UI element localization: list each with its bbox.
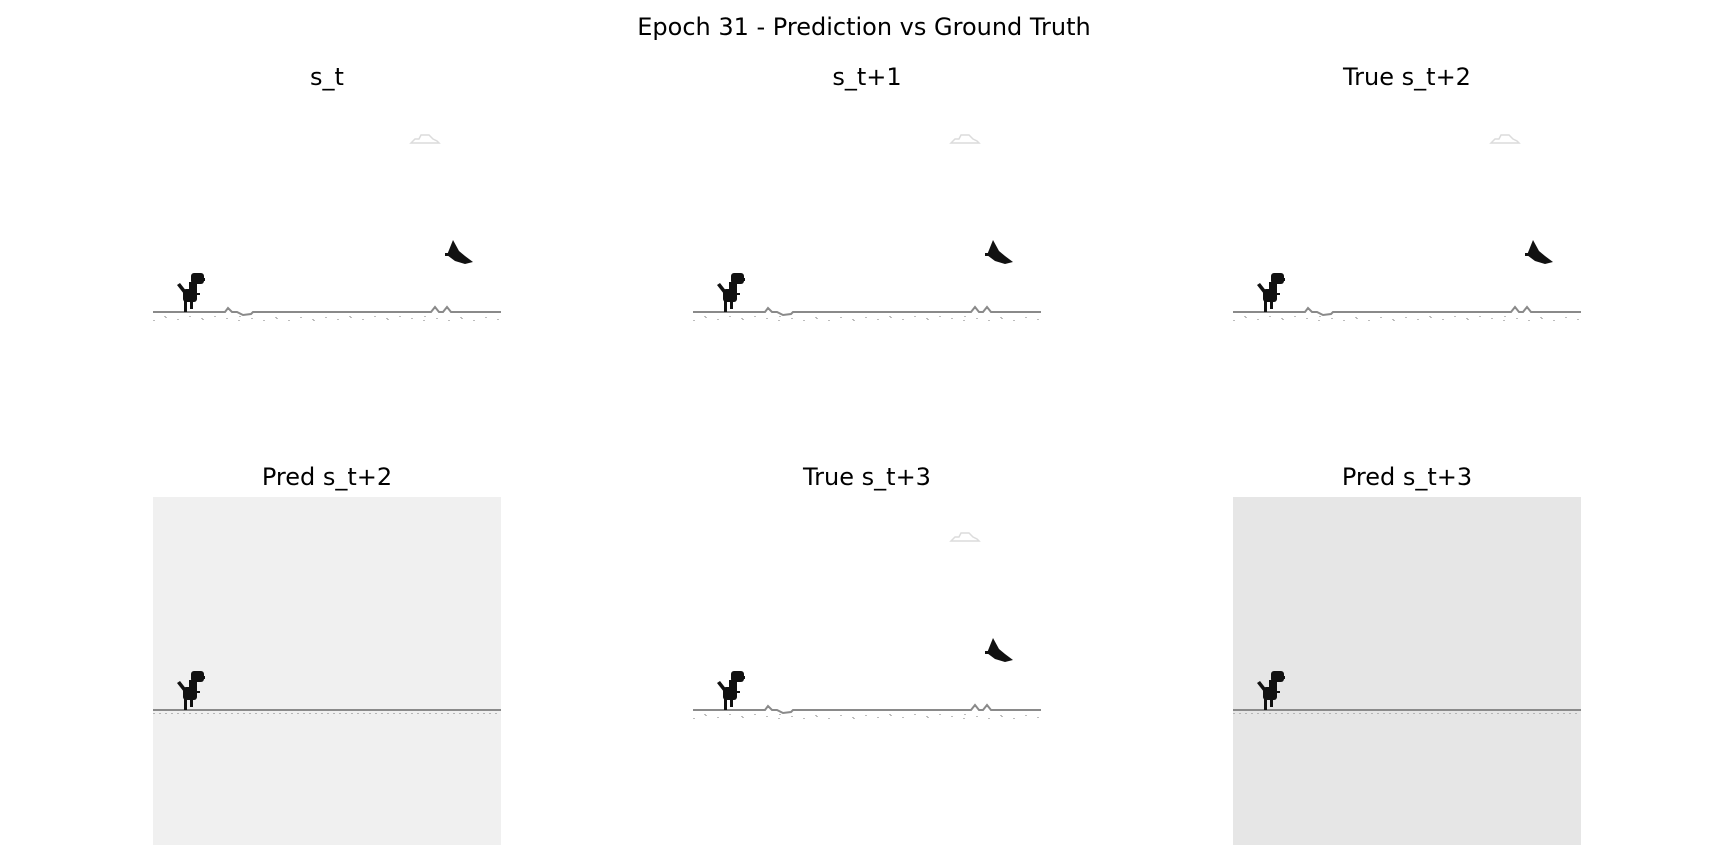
cloud-icon — [1489, 134, 1521, 144]
frame-background — [693, 99, 1041, 447]
pterodactyl-icon — [1525, 240, 1553, 264]
figure-title: Epoch 31 - Prediction vs Ground Truth — [637, 13, 1091, 41]
dino-icon — [1257, 273, 1285, 312]
dino-icon — [177, 273, 205, 312]
cloud-icon — [949, 532, 981, 542]
frame-background — [153, 497, 501, 845]
dino-icon — [1257, 671, 1285, 710]
frame-background — [693, 497, 1041, 845]
pterodactyl-icon — [985, 638, 1013, 662]
panel-title-true-s-t2: True s_t+2 — [1343, 63, 1471, 91]
ground-line — [1233, 305, 1581, 321]
frame-pred-s-t3 — [1233, 497, 1581, 845]
ground-line — [693, 305, 1041, 321]
dino-icon — [717, 671, 745, 710]
frame-background — [153, 99, 501, 447]
dino-icon — [177, 671, 205, 710]
frame-s-t — [153, 99, 501, 447]
ground-line — [153, 305, 501, 321]
panel-title-s-t: s_t — [310, 63, 344, 91]
pterodactyl-icon — [985, 240, 1013, 264]
ground-line — [153, 709, 501, 714]
panel-title-pred-s-t3: Pred s_t+3 — [1341, 463, 1473, 491]
frame-background — [1233, 99, 1581, 447]
frame-s-t1 — [693, 99, 1041, 447]
ground-line — [1233, 709, 1581, 714]
frame-true-s-t2 — [1233, 99, 1581, 447]
cloud-icon — [949, 134, 981, 144]
frame-background — [1233, 497, 1581, 845]
frame-true-s-t3 — [693, 497, 1041, 845]
dino-icon — [717, 273, 745, 312]
frame-pred-s-t2 — [153, 497, 501, 845]
ground-line — [693, 703, 1041, 719]
panel-title-pred-s-t2: Pred s_t+2 — [261, 463, 393, 491]
panel-title-true-s-t3: True s_t+3 — [803, 463, 931, 491]
pterodactyl-icon — [445, 240, 473, 264]
cloud-icon — [409, 134, 441, 144]
panel-title-s-t1: s_t+1 — [832, 63, 902, 91]
